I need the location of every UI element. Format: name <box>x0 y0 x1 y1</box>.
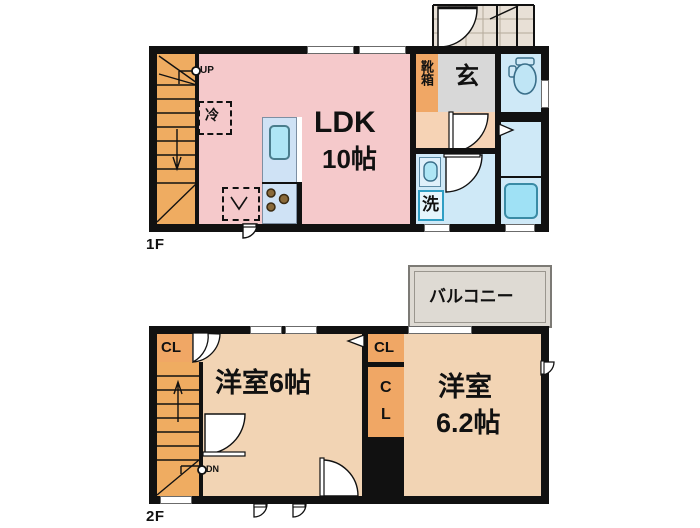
bathtub <box>504 183 538 219</box>
stairs-partition-wall <box>195 54 199 224</box>
entrance-hall <box>438 54 495 112</box>
appliance-zone <box>222 187 260 221</box>
floor-1f-group: UP 冷 LDK 10帖 <box>0 0 700 255</box>
south-door-swing-1-icon <box>253 503 268 518</box>
kitchen-divider <box>262 182 297 184</box>
closet-mid-label-l: L <box>381 406 391 423</box>
closet-top-mid <box>368 334 404 362</box>
appliance-zone-mark-icon <box>230 196 248 211</box>
ldk-east-wall <box>410 54 416 224</box>
kitchen-side-wall <box>297 182 302 224</box>
closet-top-left-door-icon <box>192 332 221 364</box>
shoe-cabinet <box>416 54 438 112</box>
washroom-window <box>424 224 450 232</box>
floor-badge-1f: 1F <box>146 236 165 253</box>
bathroom-window <box>505 224 535 232</box>
stairs-down-marker-icon <box>197 465 207 475</box>
porch-door-diagonal-icon <box>489 5 519 20</box>
stairs-up-treads-icon <box>156 55 198 223</box>
refrigerator-zone <box>198 101 232 135</box>
bath-divider <box>501 176 541 178</box>
closet-mid <box>368 367 404 437</box>
ldk-size-label: 10帖 <box>322 144 377 174</box>
refrigerator-label: 冷 <box>205 107 219 123</box>
closet-top-mid-arrow-icon <box>346 334 365 348</box>
stairs-up-marker-icon <box>191 66 201 76</box>
stairs-down-label: DN <box>206 464 219 474</box>
entrance-label: 玄 <box>455 63 479 90</box>
floor-badge-2f: 2F <box>146 508 165 525</box>
toilet-door <box>541 80 549 108</box>
closet-mid-label-c: C <box>380 379 392 396</box>
floor-2f-group: バルコニー 洋室6帖 <box>0 262 700 525</box>
toilet-west-wall <box>495 46 501 116</box>
center-partition-2f <box>362 334 368 496</box>
western-right-label: 洋室 <box>438 372 492 402</box>
corridor-door-swing-icon <box>319 457 359 497</box>
bath-arrow-icon <box>498 123 515 137</box>
bath-west-wall <box>495 116 501 224</box>
ldk-window-1 <box>307 46 354 54</box>
toilet-fixture-icon <box>508 57 537 95</box>
closet-top-mid-label: CL <box>374 339 394 356</box>
closet-mid-top-wall <box>368 362 404 367</box>
stairs-up-label: UP <box>200 65 214 76</box>
balcony-label: バルコニー <box>429 287 514 306</box>
stairs-2f-partition <box>199 362 203 496</box>
washroom-door-swing-icon <box>443 153 483 193</box>
balcony-inner-rail <box>414 271 546 323</box>
washroom-north-wall <box>416 148 495 154</box>
south-door-swing-2-icon <box>292 503 307 518</box>
balcony-door <box>408 326 472 334</box>
shoe-cabinet-label: 靴箱 <box>419 60 434 86</box>
ldk-label: LDK <box>314 106 376 139</box>
closet-top-left <box>157 334 192 362</box>
western-left-label: 洋室6帖 <box>215 368 312 398</box>
washing-machine-label: 洗 <box>422 195 439 214</box>
stair-landing-window <box>160 496 192 504</box>
ldk-window-2 <box>359 46 406 54</box>
kitchen-sink <box>269 125 290 160</box>
western-right-east-door-icon <box>540 360 555 376</box>
western-left-window-1 <box>250 326 282 334</box>
stairs-down-treads-icon <box>156 375 200 496</box>
western-right-size-label: 6.2帖 <box>436 408 501 438</box>
stove-burners-icon <box>266 188 290 212</box>
kitchen-side-gap <box>297 117 302 182</box>
western-left-window-2 <box>285 326 317 334</box>
porch-door-swing-icon <box>437 6 478 48</box>
washing-machine-pan <box>418 190 444 221</box>
washbasin-bowl-icon <box>423 161 438 182</box>
closet-top-left-label: CL <box>161 339 181 356</box>
ldk-entry-door-swing-icon <box>242 223 258 239</box>
western-left-door-swing-icon <box>202 413 246 457</box>
room-western-right-upper <box>404 334 541 367</box>
